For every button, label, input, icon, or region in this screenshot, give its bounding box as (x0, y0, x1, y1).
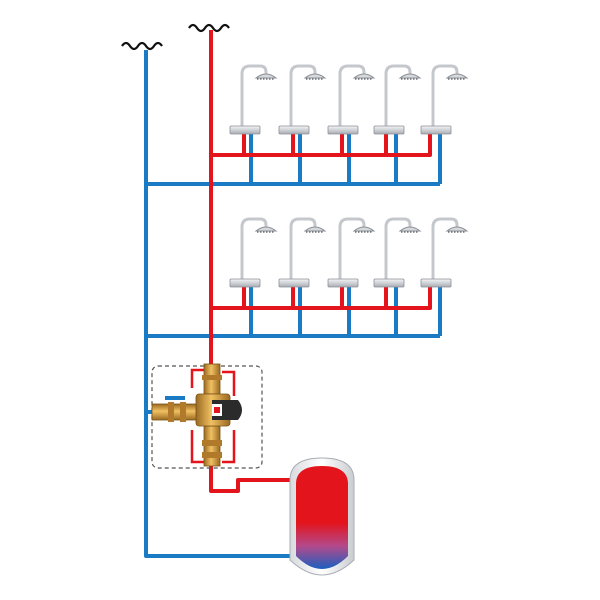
upper-floor-showers (228, 64, 469, 136)
hot-supply-wave-icon (188, 23, 230, 33)
shower-fixture (277, 64, 327, 136)
shower-fixture (228, 217, 278, 289)
shower-fixture (228, 64, 278, 136)
shower-fixture (277, 217, 327, 289)
shower-fixture (326, 217, 376, 289)
shower-fixture (419, 64, 469, 136)
hot-water-storage-tank (289, 457, 355, 576)
shower-fixture (326, 64, 376, 136)
lower-floor-showers (228, 217, 469, 289)
shower-fixture (372, 217, 422, 289)
hot-water-main (209, 30, 432, 493)
shower-fixture (419, 217, 469, 289)
cold-supply-wave-icon (121, 41, 163, 51)
shower-fixture (372, 64, 422, 136)
mixing-valve-assembly (151, 363, 263, 469)
